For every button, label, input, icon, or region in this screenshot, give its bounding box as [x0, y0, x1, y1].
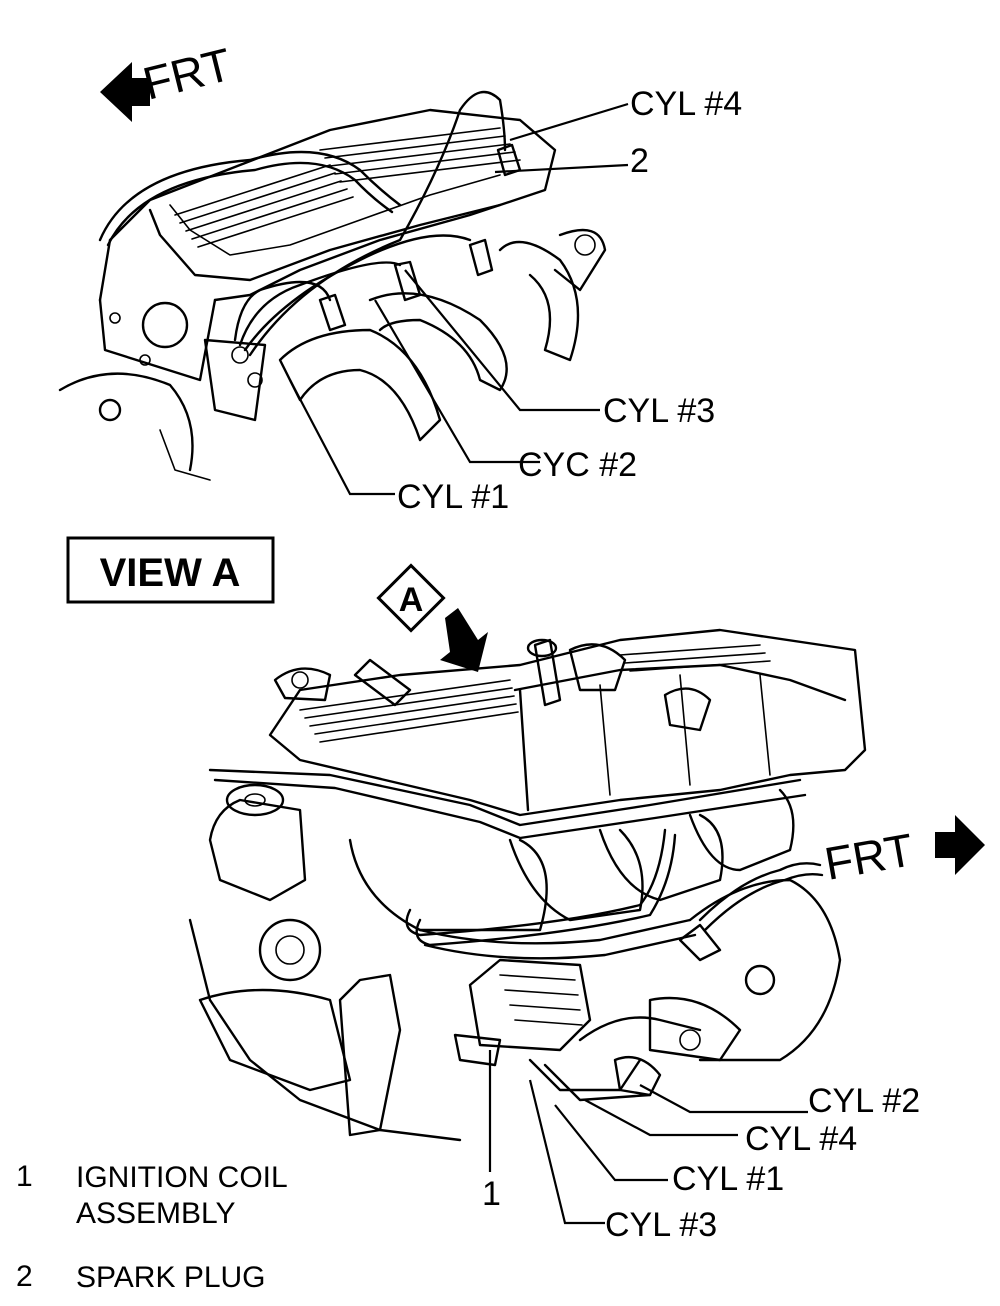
callout-bottom-cyl3: CYL #3 [605, 1206, 717, 1244]
front-arrow-icon [100, 62, 150, 122]
legend-text: IGNITION COIL ASSEMBLY [76, 1161, 287, 1230]
view-a-marker-label: A [399, 581, 424, 619]
callout-top-cyl4: CYL #4 [630, 85, 742, 123]
legend: 1 IGNITION COIL ASSEMBLY 2 SPARK PLUG [0, 1150, 420, 1300]
callout-top-item2: 2 [630, 142, 649, 180]
legend-number: 2 [16, 1260, 33, 1293]
legend-item: 1 IGNITION COIL ASSEMBLY [16, 1160, 396, 1232]
top-front-label: FRT [138, 38, 237, 110]
callout-top-cyc2: CYC #2 [518, 446, 637, 484]
view-a-marker: A [376, 563, 488, 672]
callout-top-cyl3: CYL #3 [603, 392, 715, 430]
front-arrow-right-icon [935, 815, 985, 875]
view-a-box: VIEW A [66, 536, 275, 604]
legend-text: SPARK PLUG [76, 1261, 266, 1294]
top-view-engine-drawing: FRT [58, 38, 607, 481]
legend-item: 2 SPARK PLUG [16, 1260, 396, 1296]
callout-bottom-item1: 1 [482, 1175, 501, 1213]
callout-bottom-cyl4: CYL #4 [745, 1120, 857, 1158]
view-a-label: VIEW A [100, 551, 241, 595]
bottom-front-indicator: FRT [821, 815, 985, 890]
bottom-front-label: FRT [821, 823, 917, 890]
callout-top-cyl1: CYL #1 [397, 478, 509, 516]
callout-bottom-cyl2: CYL #2 [808, 1082, 920, 1120]
callout-bottom-cyl1: CYL #1 [672, 1160, 784, 1198]
view-a-arrow-icon [440, 608, 488, 672]
legend-number: 1 [16, 1160, 33, 1193]
top-view-leaders [289, 102, 629, 496]
bottom-view-engine-drawing [188, 628, 867, 1142]
bottom-view-leaders [488, 1050, 808, 1225]
